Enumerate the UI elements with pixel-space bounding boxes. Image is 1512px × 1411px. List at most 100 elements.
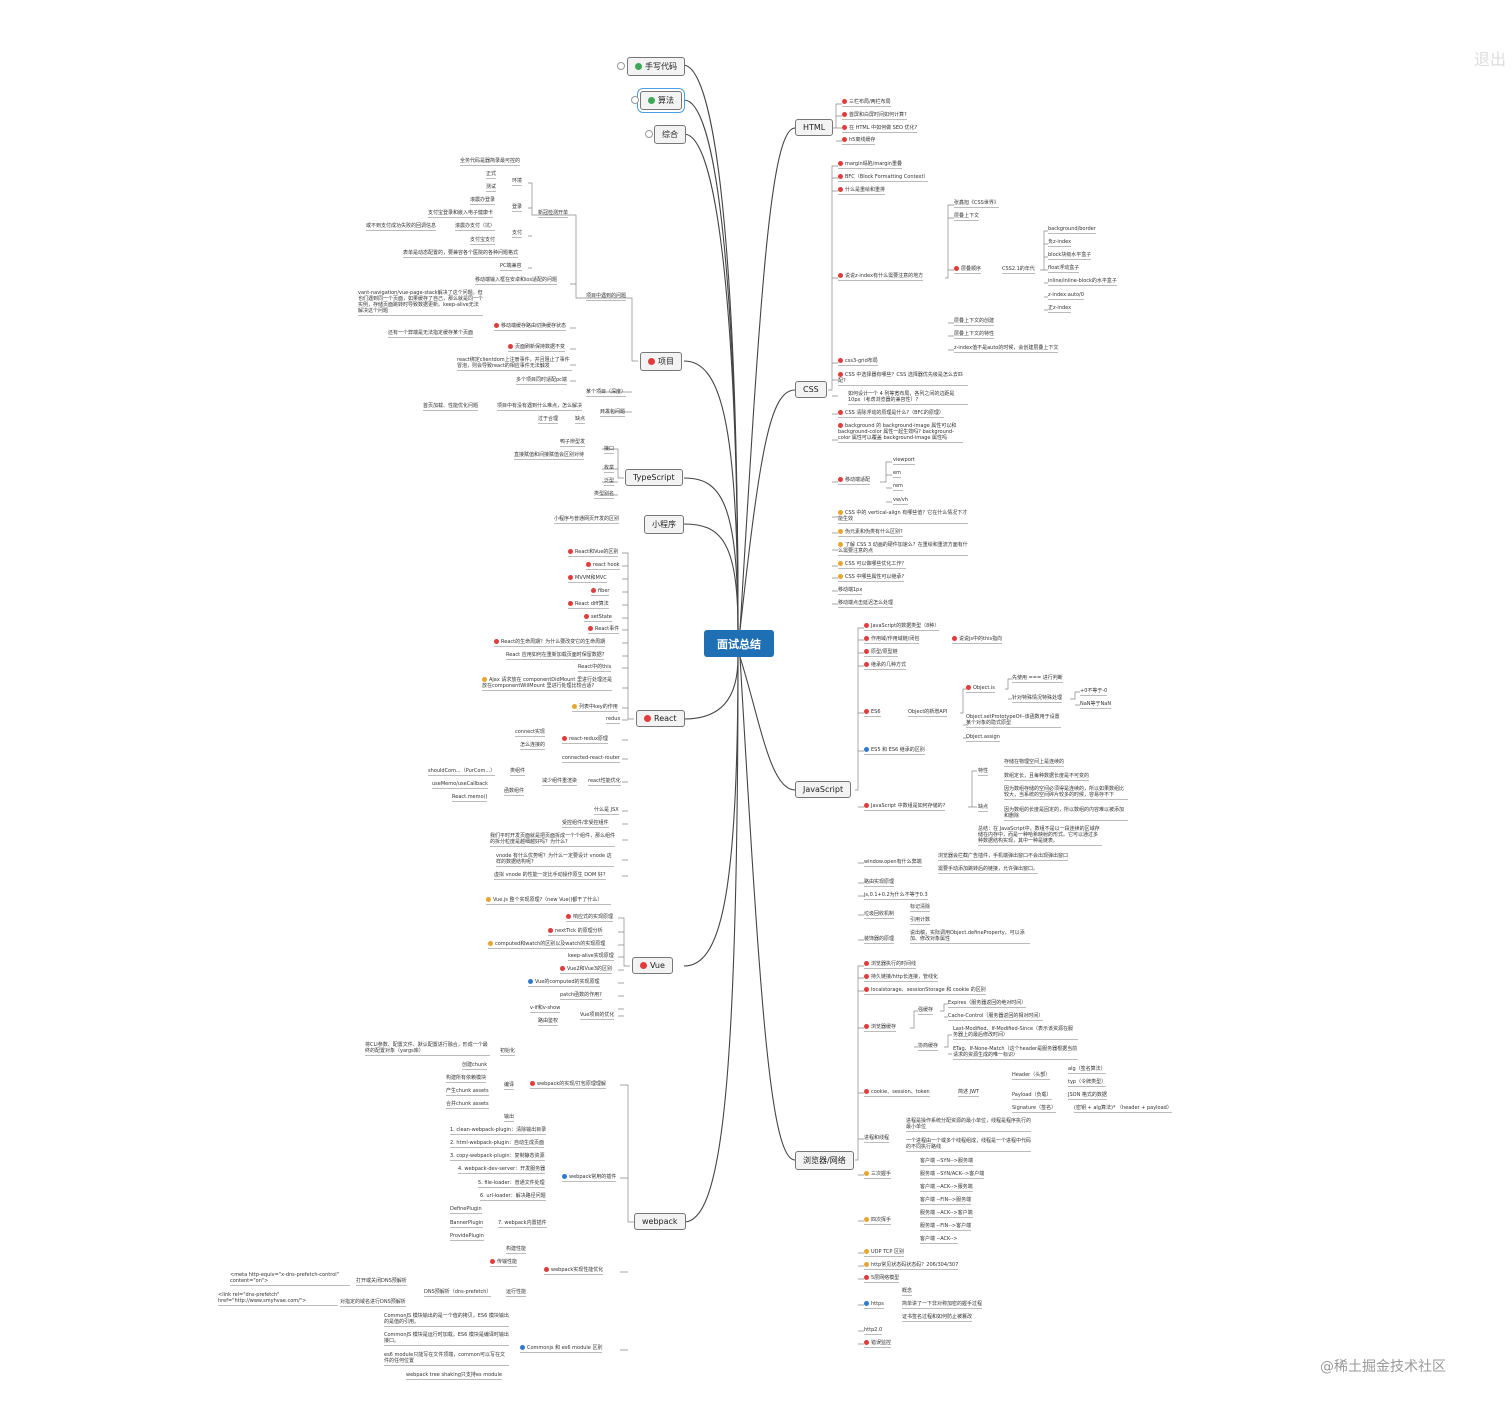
project-item[interactable]: 项目中遇到的问题 — [586, 293, 627, 301]
webpack-item[interactable]: ProvidePlugin — [450, 1233, 484, 1241]
react-item[interactable]: 函数组件 — [504, 788, 525, 796]
webpack-item[interactable]: es6 module只能写在文件顶端，common可以写在文件的任何位置 — [384, 1352, 509, 1366]
browser-item[interactable]: Cache-Control（服务器返回的相对时间） — [948, 1013, 1044, 1021]
js-item[interactable]: 数组定长，且每种数据长度是不可变的 — [1004, 773, 1090, 781]
css-item[interactable]: 什么是重绘和重排 — [838, 187, 886, 195]
project-item[interactable]: 移动端输入框在安卓和ios适配的问题 — [475, 277, 558, 285]
ts-item[interactable]: 直接赋值和间接赋值会区别对待 — [514, 452, 585, 460]
react-item[interactable]: connected-react-router — [562, 755, 620, 763]
js-item[interactable]: 因为数组的长度是固定的，所以数组的内容难以被添加和删除 — [1004, 807, 1128, 821]
webpack-item[interactable]: webpack tree shaking只支持es module — [406, 1372, 502, 1380]
css-item[interactable]: BFC（Block Formatting Context） — [838, 174, 929, 182]
react-item[interactable]: shouldCom...（PurCom...） — [428, 768, 496, 776]
vue-item[interactable]: 响应式的实现原理 — [566, 914, 614, 922]
project-item[interactable]: 支付 — [512, 230, 523, 238]
browser-item[interactable]: https — [864, 1301, 884, 1309]
project-item[interactable]: 或不到支付成功失败的回调信息 — [366, 223, 437, 231]
react-item[interactable]: useMemo/useCallback — [432, 781, 488, 789]
css-item[interactable]: CSS 中的 vertical-align 有哪些值？它在什么情况下才能生效 — [838, 510, 968, 524]
js-item[interactable]: ES5 和 ES6 继承的区别 — [864, 747, 925, 755]
css-item[interactable]: 移动端1px — [838, 587, 863, 595]
css-item[interactable]: 张鑫旭《CSS世界》 — [954, 200, 999, 208]
css-item[interactable]: 层叠上下文的特性 — [954, 331, 995, 339]
react-item[interactable]: vnode 有什么优势呢？为什么一定要设计 vnode 这样的数据结构呢? — [496, 853, 614, 867]
css-item[interactable]: z-index:auto/0 — [1048, 292, 1084, 300]
webpack-item[interactable]: 7. webpack内置插件 — [498, 1220, 547, 1228]
js-item[interactable]: 路由实现原理 — [864, 879, 895, 887]
vue-item[interactable]: keep-alive实现原理 — [568, 953, 614, 961]
browser-item[interactable]: http2.0 — [864, 1327, 883, 1335]
browser-item[interactable]: 服务端 --SYN/ACK-->客户端 — [920, 1171, 985, 1179]
browser-item[interactable]: 浏览器缓存 — [864, 1024, 897, 1032]
webpack-item[interactable]: webpack实现性能优化 — [544, 1267, 604, 1275]
js-item[interactable]: Object的新增API — [908, 709, 948, 717]
react-item[interactable]: React事件 — [588, 626, 620, 634]
project-item[interactable]: react绑定clientdom上注册事件，并且阻止了事件冒泡，则会导致reac… — [457, 357, 572, 371]
react-item[interactable]: 类组件 — [510, 768, 526, 776]
browser-item[interactable]: 5层网络模型 — [864, 1275, 900, 1283]
project-item[interactable]: vant-navigation/vue-page-stack解决了这个问题。但也… — [358, 290, 483, 316]
project-item[interactable]: 支付宝支付 — [470, 237, 496, 245]
react-item[interactable]: React中的this — [578, 664, 612, 672]
browser-item[interactable]: Last-Modified、If-Modified-Since（表示该资源在服务… — [953, 1026, 1078, 1040]
css-item[interactable]: background 的 background-image 属性可以和 back… — [838, 423, 963, 443]
browser-item[interactable]: 错误监控 — [864, 1340, 892, 1348]
webpack-item[interactable]: 编译 — [504, 1082, 515, 1090]
js-item[interactable]: 先使用 === 进行判断 — [1012, 675, 1063, 683]
webpack-item[interactable]: 合并chunk assets — [446, 1101, 489, 1109]
react-item[interactable]: MVVM和MVC — [568, 575, 607, 583]
webpack-item[interactable]: webpack的实现/打包原理理解 — [530, 1081, 606, 1089]
project-item[interactable]: 全务代码是器简录最可控的 — [460, 158, 521, 166]
project-item[interactable]: 开发包问题 — [600, 409, 626, 417]
central-topic[interactable]: 面试总结 — [704, 630, 774, 657]
webpack-item[interactable]: 运行性能 — [506, 1289, 527, 1297]
react-item[interactable]: 我们平时开发页面就是把页面拆成一个个组件，那么组件的拆分粒度是越细越好吗？为什么… — [490, 833, 615, 847]
css-item[interactable]: block块级水平盒子 — [1048, 252, 1092, 260]
ts-item[interactable]: 接口 — [604, 446, 615, 454]
react-item[interactable]: 怎么连接的 — [520, 742, 546, 750]
js-item[interactable]: Object.assign — [966, 734, 1000, 742]
js-item[interactable]: NaN等于NaN — [1080, 701, 1112, 709]
webpack-item[interactable]: 2. html-webpack-plugin：自动生成页面 — [450, 1140, 545, 1148]
browser-item[interactable]: Signature（签名） — [1012, 1105, 1057, 1113]
browser-item[interactable]: 服务端 --ACK-->客户端 — [920, 1210, 973, 1218]
browser-item[interactable]: Header（头部） — [1012, 1072, 1051, 1080]
branch-general[interactable]: 综合 — [654, 125, 686, 144]
css-item[interactable]: 移动端点击延迟怎么处理 — [838, 600, 894, 608]
js-item[interactable]: 因为数组存储的空间必须得是连续的，所以如果数组比较大，当系统的空间碎片较多的时候… — [1004, 786, 1128, 800]
vue-item[interactable]: nextTick 的原理分析 — [548, 928, 603, 936]
css-item[interactable]: em — [893, 470, 901, 478]
js-item[interactable]: js,0.1+0.2为什么不等于0.3 — [864, 892, 928, 900]
browser-item[interactable]: 客户端 --FIN-->服务端 — [920, 1197, 972, 1205]
css-item[interactable]: CSS 清除浮动的原理是什么?（BFC的原理） — [838, 410, 944, 418]
js-item[interactable]: +0不等于-0 — [1080, 688, 1108, 696]
css-item[interactable]: 层叠顺序 — [954, 266, 982, 274]
project-item[interactable]: 还有一个弊端是无法指定缓存某个页面 — [388, 330, 474, 338]
js-item[interactable]: 缺点 — [978, 804, 989, 812]
css-item[interactable]: float浮动盒子 — [1048, 265, 1080, 273]
webpack-item[interactable]: 产生chunk assets — [446, 1088, 489, 1096]
js-item[interactable]: JavaScript的数据类型（8种） — [864, 623, 940, 631]
js-item[interactable]: 说说js中的this指向 — [952, 636, 1003, 644]
css-item[interactable]: viewport — [893, 457, 915, 465]
webpack-item[interactable]: 构建所有依赖模块 — [446, 1075, 487, 1083]
miniapp-item[interactable]: 小程序与普通网页开发的区别 — [554, 516, 620, 524]
branch-typescript[interactable]: TypeScript — [625, 469, 683, 486]
webpack-item[interactable]: 将CLI参数、配置文件、默认配置进行融合，形成一个最终的配置对象（yargs库） — [365, 1042, 490, 1056]
collapse-toggle[interactable] — [645, 130, 653, 138]
webpack-item[interactable]: BannerPlugin — [450, 1220, 484, 1228]
css-item[interactable]: CSS 可以做哪些优化工作？ — [838, 561, 907, 569]
project-item[interactable]: 缺点 — [575, 416, 586, 424]
project-item[interactable]: 登录 — [512, 204, 523, 212]
css-item[interactable]: vw/vh — [893, 497, 908, 505]
vue-item[interactable]: patch函数的作用? — [560, 992, 602, 1000]
webpack-item[interactable]: 4. webpack-dev-server：开发服务器 — [458, 1166, 546, 1174]
webpack-item[interactable]: webpack常用的插件 — [562, 1174, 617, 1182]
project-item[interactable]: 表单是动态配置的，要兼容各个医院的各种问题格式 — [403, 250, 519, 258]
browser-item[interactable]: 强缓存 — [918, 1007, 934, 1015]
project-item[interactable]: 首页加载、性能优化问题 — [423, 403, 479, 411]
webpack-item[interactable]: 构建性能 — [506, 1246, 527, 1254]
browser-item[interactable]: ETag、If-None-Match（这个header是服务器根据当前请求的资源… — [953, 1046, 1078, 1060]
js-item[interactable]: 针对特殊情况特殊处理 — [1012, 695, 1063, 703]
browser-item[interactable]: 证书签名过程和如何防止被篡改 — [902, 1314, 973, 1322]
